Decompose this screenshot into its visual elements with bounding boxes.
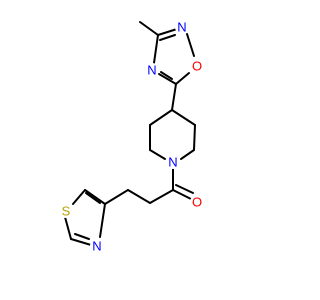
atom-thiazole-n: N: [90, 239, 104, 254]
bond-oxadiazole-c3-n2-inner: [159, 34, 176, 41]
bond-oxadiazole-piperidine: [171, 83, 177, 111]
bond-oxadiazole-c5-n4: [158, 73, 177, 85]
bond-pip-c2-n1: [180, 149, 195, 160]
svg-text:O: O: [192, 59, 202, 74]
bond-carbonyl-ch2: [149, 189, 174, 204]
bond-oxadiazole-n2-o1: [186, 33, 195, 57]
bond-thz-s1-c2: [64, 216, 72, 240]
molecule-structure: N O N N O S N: [59, 19, 204, 254]
bond-thz-c4-c5-inner: [85, 192, 101, 204]
bond-oxadiazole-c5-n4-inner: [160, 71, 173, 80]
bond-thz-c2-n3-inner: [74, 233, 90, 240]
bond-methyl: [139, 21, 159, 36]
bond-pip-c5-c4: [149, 109, 173, 126]
bond-thz-n3-c4: [99, 203, 106, 238]
bond-pip-n1-c6: [149, 149, 166, 160]
svg-text:O: O: [192, 195, 202, 210]
bond-oxadiazole-o1-c5: [175, 72, 190, 85]
atom-oxadiazole-n4: N: [145, 63, 159, 78]
svg-text:S: S: [62, 204, 71, 219]
atom-thiazole-s: S: [59, 204, 73, 219]
svg-text:N: N: [92, 239, 101, 254]
bond-thz-c5-s1: [72, 189, 86, 205]
bond-pip-c3-c2: [193, 124, 196, 151]
bond-pip-c4-c3: [171, 109, 196, 126]
svg-text:N: N: [168, 155, 177, 170]
atom-carbonyl-o: O: [190, 195, 204, 210]
bond-carbonyl-o: [172, 189, 192, 200]
bond-thz-c2-n3: [70, 238, 92, 246]
bond-thz-c4-c5: [84, 189, 106, 205]
bond-carbonyl-o-double: [175, 184, 194, 194]
atom-oxadiazole-n2: N: [175, 20, 189, 35]
bond-oxadiazole-c3-n2: [157, 28, 178, 36]
atom-piperidine-n: N: [166, 155, 180, 170]
svg-text:N: N: [147, 63, 156, 78]
bond-oxadiazole-n4-c3: [153, 34, 159, 64]
atom-oxadiazole-o1: O: [190, 59, 204, 74]
svg-text:N: N: [177, 20, 186, 35]
bond-ch2-thiazole: [104, 189, 129, 205]
bond-ch2-ch2: [127, 189, 151, 204]
molecule-structure-canvas: N O N N O S N: [59, 19, 204, 254]
